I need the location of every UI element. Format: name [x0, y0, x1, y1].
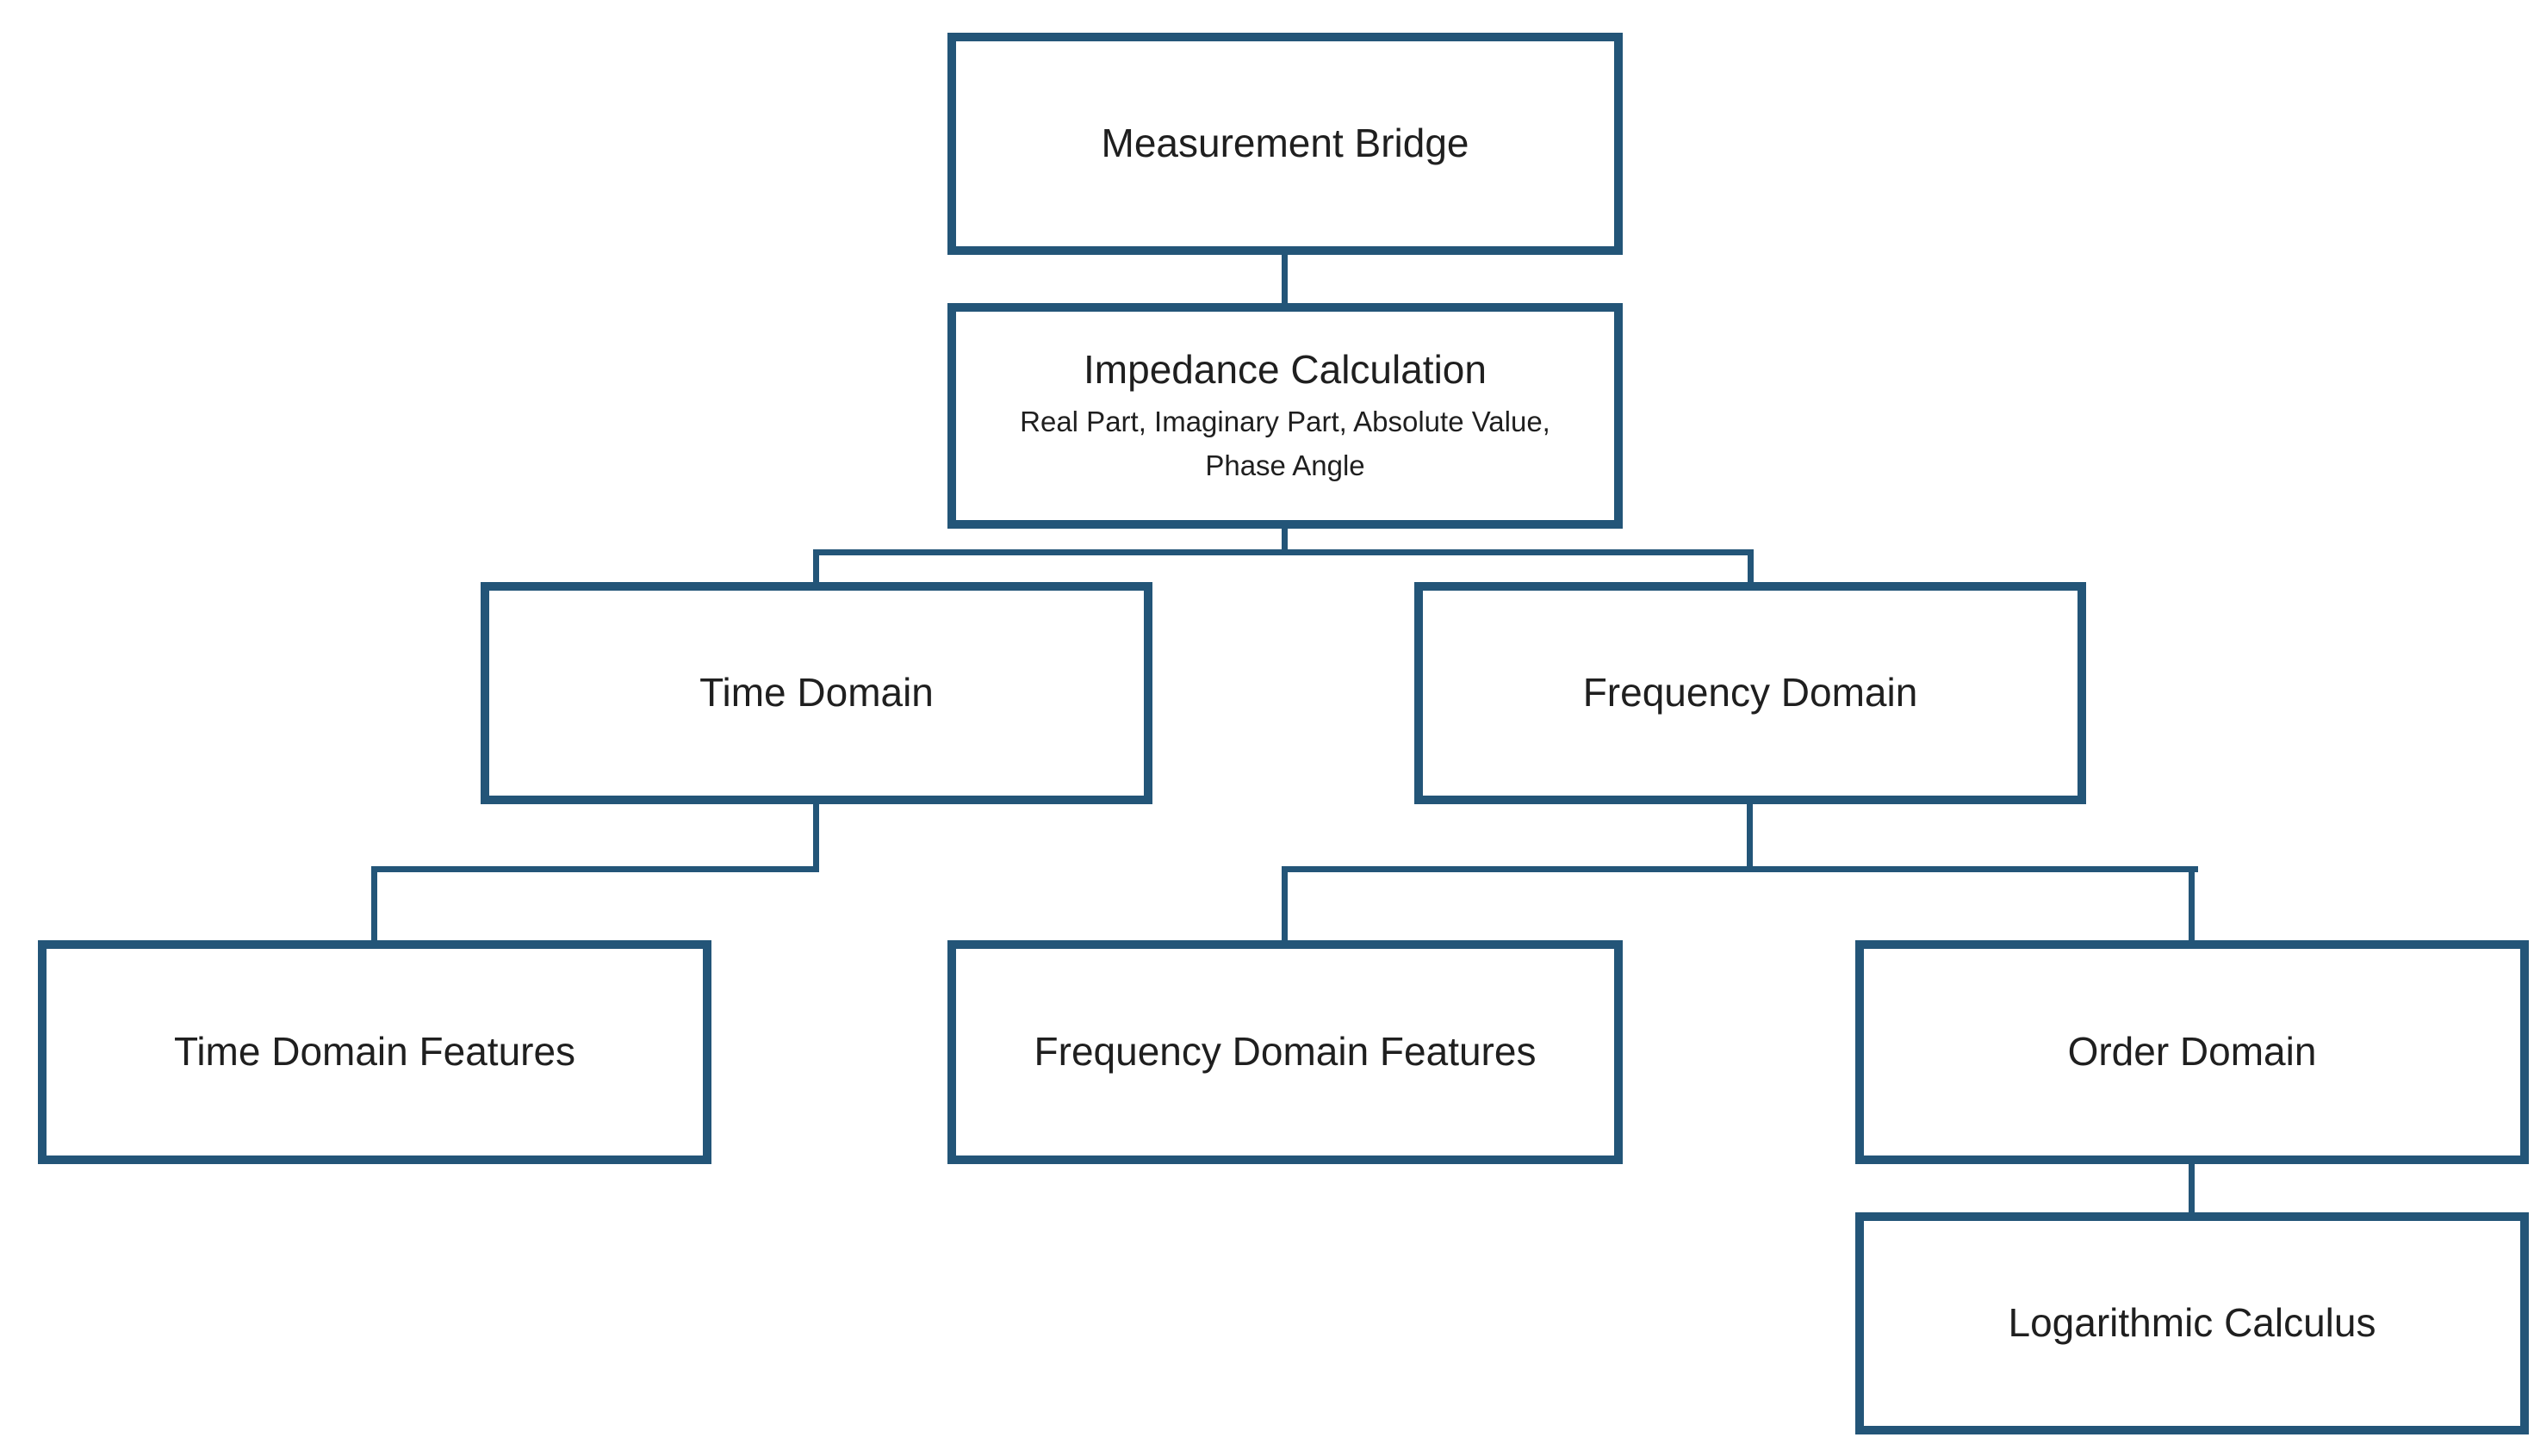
connector-drop-to-time-domain	[813, 549, 819, 587]
node-label: Order Domain	[2067, 1029, 2317, 1075]
node-label: Frequency Domain	[1582, 670, 1918, 716]
connector-impedance-calculation-branch-horizontal	[813, 549, 1754, 555]
node-sublabel: Real Part, Imaginary Part, Absolute Valu…	[1020, 405, 1550, 481]
node-label: Frequency Domain Features	[1034, 1029, 1537, 1075]
node-impedance-calculation: Impedance Calculation Real Part, Imagina…	[947, 303, 1623, 529]
connector-drop-to-frequency-domain-features	[1282, 866, 1288, 945]
node-label: Impedance Calculation	[1084, 346, 1487, 392]
connector-drop-to-time-domain-features	[371, 866, 377, 945]
connector-drop-to-frequency-domain	[1748, 549, 1754, 587]
node-label: Time Domain Features	[173, 1029, 576, 1075]
node-logarithmic-calculus: Logarithmic Calculus	[1855, 1212, 2529, 1434]
node-label: Logarithmic Calculus	[2008, 1300, 2376, 1346]
node-order-domain: Order Domain	[1855, 940, 2529, 1164]
node-time-domain: Time Domain	[481, 582, 1152, 804]
connector-time-domain-branch-horizontal	[371, 866, 819, 872]
node-measurement-bridge: Measurement Bridge	[947, 33, 1623, 255]
connector-frequency-domain-branch-horizontal	[1282, 866, 2198, 872]
node-frequency-domain-features: Frequency Domain Features	[947, 940, 1623, 1164]
connector-drop-to-order-domain	[2189, 866, 2195, 945]
connector-frequency-domain-stub	[1747, 801, 1753, 872]
connector-impedance-calculation-stub	[1282, 525, 1288, 555]
node-label: Measurement Bridge	[1101, 121, 1469, 166]
connector-measurement-bridge-to-impedance-calculation	[1282, 251, 1288, 308]
node-frequency-domain: Frequency Domain	[1414, 582, 2086, 804]
node-time-domain-features: Time Domain Features	[38, 940, 711, 1164]
connector-time-domain-stub	[813, 801, 819, 872]
node-label: Time Domain	[699, 670, 934, 716]
connector-order-domain-to-logarithmic-calculus	[2189, 1161, 2195, 1217]
